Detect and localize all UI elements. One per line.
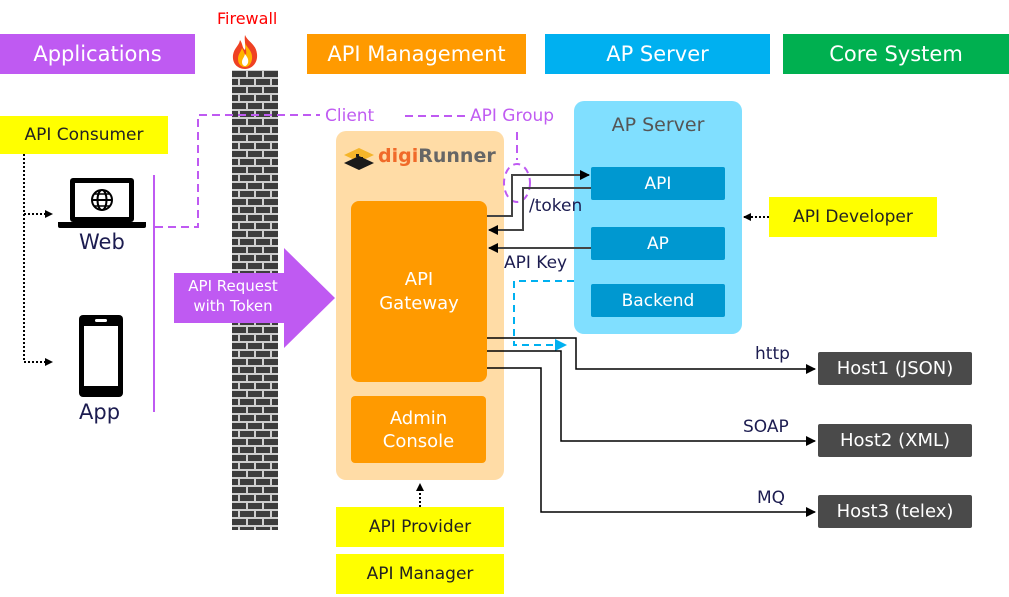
api-gateway-box[interactable]: API Gateway: [351, 201, 487, 382]
api-request-line1: API Request: [188, 277, 278, 295]
brand-suffix: Runner: [418, 145, 496, 167]
host2-xml[interactable]: Host2 (XML): [818, 424, 972, 457]
gateway-to-api-connector: [487, 170, 590, 217]
gateway-to-host1-connector: [487, 337, 816, 374]
ap-component-api[interactable]: API: [591, 167, 725, 200]
api-group-label: API Group: [470, 106, 555, 126]
protocol-soap-label: SOAP: [743, 417, 789, 437]
consumer-to-app-connector: [23, 214, 53, 366]
section-header-ap-server: AP Server: [545, 34, 770, 74]
host1-json[interactable]: Host1 (JSON): [818, 352, 972, 385]
api-request-label: API Request with Token: [174, 276, 292, 316]
admin-console-line2: Console: [382, 430, 455, 452]
client-label: Client: [325, 106, 375, 126]
api-consumer-label: API Consumer: [0, 116, 168, 154]
web-label: Web: [79, 230, 125, 254]
gateway-to-host3-connector: [487, 367, 816, 517]
digirunner-logo-icon: [344, 148, 374, 170]
laptop-globe-icon[interactable]: [58, 177, 146, 229]
digirunner-brand: digiRunner: [378, 145, 496, 167]
api-gateway-line1: API: [404, 268, 434, 290]
api-gateway-line2: Gateway: [379, 292, 459, 314]
api-request-arrow: [174, 248, 335, 348]
api-developer-label: API Developer: [769, 197, 937, 237]
api-manager-label: API Manager: [336, 554, 504, 594]
section-header-api-management: API Management: [307, 34, 526, 74]
token-label: /token: [529, 196, 583, 216]
ap-component-backend[interactable]: Backend: [591, 284, 725, 317]
api-to-gateway-connector: [488, 187, 591, 235]
api-group-circle: [503, 163, 531, 203]
consumer-to-web-connector: [23, 154, 53, 218]
api-request-line2: with Token: [193, 297, 273, 315]
gateway-to-host2-connector: [487, 350, 816, 446]
section-header-core-system: Core System: [783, 34, 1009, 74]
admin-console-line1: Admin: [389, 407, 448, 429]
smartphone-icon[interactable]: [78, 314, 124, 398]
section-header-applications: Applications: [0, 34, 195, 74]
fire-icon: [232, 35, 258, 69]
ap-component-ap[interactable]: AP: [591, 227, 725, 260]
api-provider-label: API Provider: [336, 507, 504, 547]
api-key-label: API Key: [504, 253, 568, 273]
ap-server-title: AP Server: [611, 114, 705, 136]
app-label: App: [79, 400, 121, 424]
firewall-label: Firewall: [217, 9, 278, 28]
brand-prefix: digi: [378, 145, 419, 167]
protocol-http-label: http: [755, 344, 790, 364]
admin-console-box[interactable]: Admin Console: [351, 396, 486, 463]
host3-telex[interactable]: Host3 (telex): [818, 495, 972, 528]
api-key-dashed-connector: [513, 280, 574, 351]
protocol-mq-label: MQ: [757, 488, 786, 508]
client-dashed-connector: [155, 114, 320, 228]
